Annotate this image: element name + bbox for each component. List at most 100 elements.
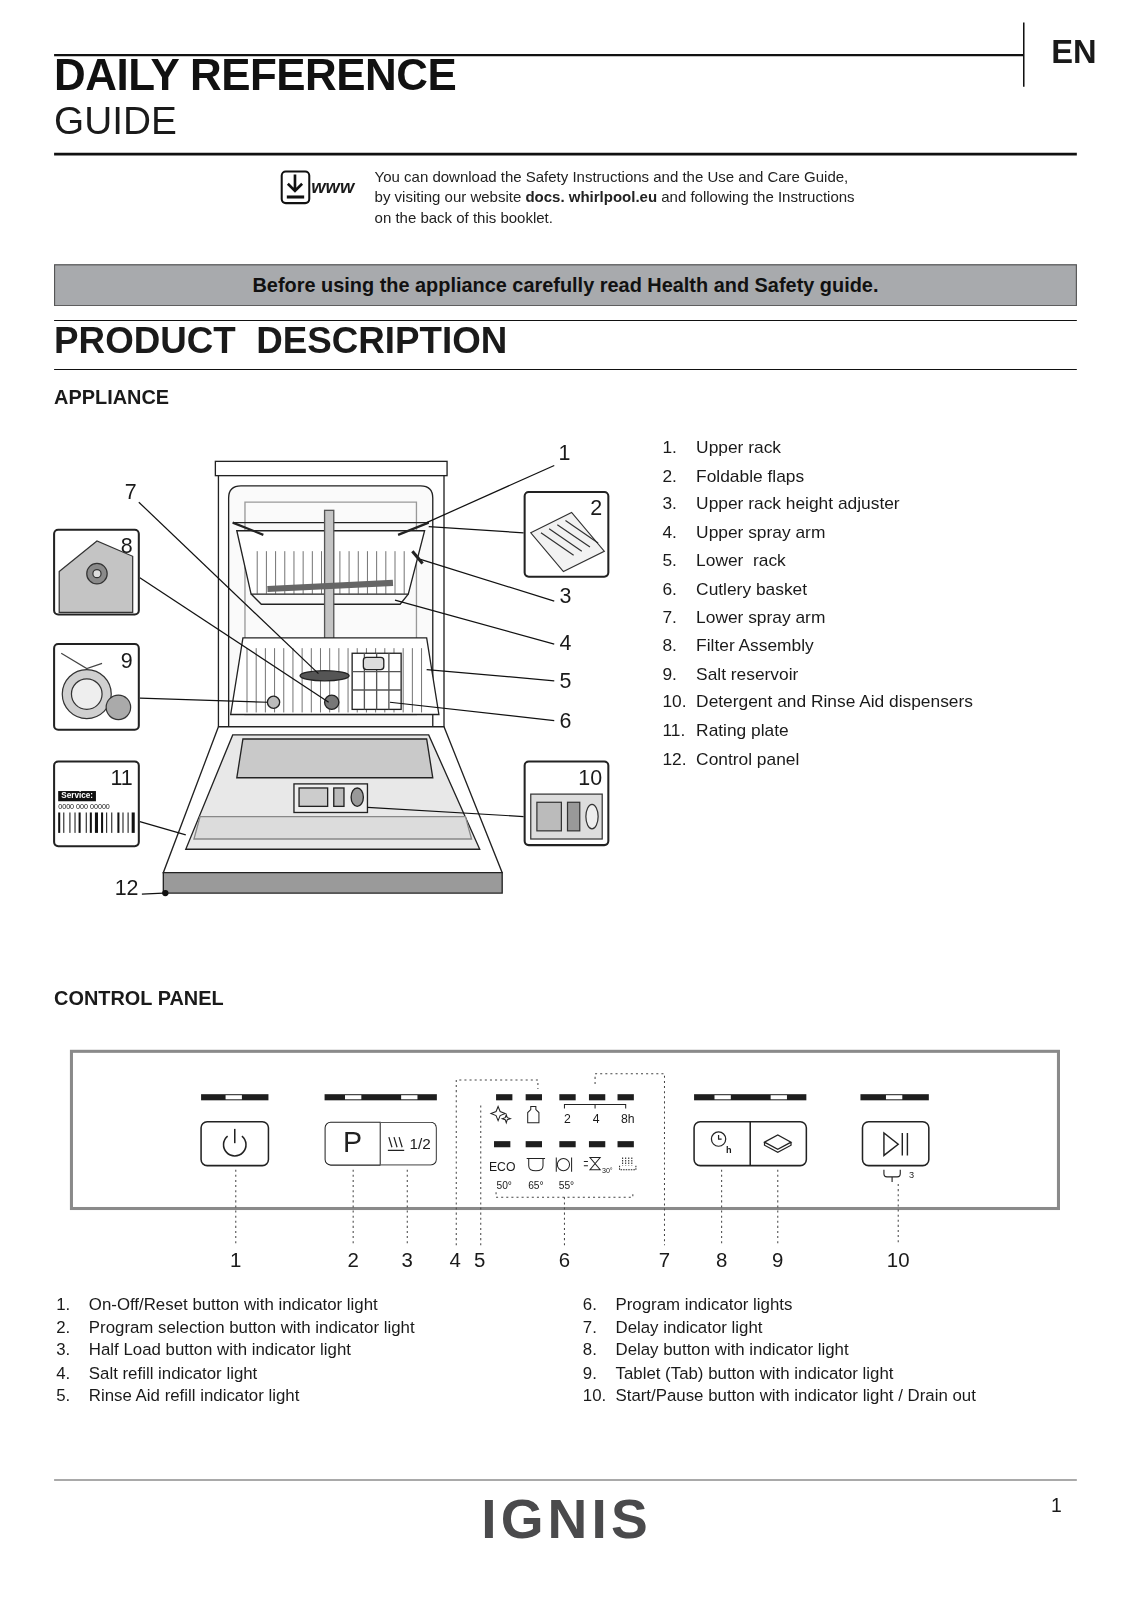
dotted-leader	[777, 1170, 778, 1246]
leader-line	[395, 600, 554, 644]
indicator-bar	[559, 1094, 575, 1100]
dishwasher-illustration	[294, 784, 367, 813]
barcode	[58, 812, 60, 832]
dishwasher-illustration	[412, 551, 422, 563]
callout-number: 7	[659, 1249, 670, 1272]
control-panel-drawing	[862, 1122, 928, 1166]
dishwasher-illustration	[376, 551, 377, 594]
list-item: Delay indicator light	[615, 1317, 762, 1336]
section-heading: PRODUCT DESCRIPTION	[54, 319, 507, 361]
control-panel-drawing	[491, 1106, 510, 1122]
dotted-leader	[456, 1080, 538, 1245]
list-number: 4.	[56, 1363, 70, 1382]
dishwasher-illustration	[163, 873, 502, 893]
callout-number: 4	[560, 631, 572, 656]
detail-callout-box: 10	[524, 760, 610, 846]
leader-line	[429, 527, 524, 533]
website-address: docs. whirlpool.eu	[525, 189, 657, 205]
leader-line	[427, 670, 555, 681]
detail-picture	[61, 653, 102, 668]
icon-letter: h	[726, 1145, 732, 1156]
callout-number: 12	[115, 876, 139, 901]
detail-picture	[541, 521, 598, 556]
download-icon	[282, 171, 310, 203]
indicator-bar	[589, 1094, 605, 1100]
list-number: 7.	[583, 1317, 597, 1336]
list-item: Rinse Aid refill indicator light	[89, 1386, 300, 1405]
detail-picture	[537, 802, 561, 831]
control-panel-drawing	[201, 1122, 268, 1166]
control-panel-drawing	[620, 1157, 636, 1169]
list-number: 9.	[583, 1363, 597, 1382]
leader-line	[142, 893, 163, 894]
download-icon	[282, 171, 310, 203]
detail-picture	[71, 679, 102, 710]
list-item: Delay button with indicator light	[615, 1340, 848, 1359]
list-item: Cutlery basket	[696, 579, 807, 599]
detail-callout-box: 8	[53, 529, 140, 616]
detail-picture	[531, 794, 602, 839]
list-number: 10.	[583, 1386, 606, 1405]
barcode	[101, 812, 103, 832]
dishwasher-illustration	[267, 696, 279, 708]
dishwasher-illustration	[265, 648, 266, 712]
button-symbol: 1/2	[409, 1135, 430, 1153]
leader-line	[421, 559, 555, 601]
barcode	[69, 812, 70, 832]
dotted-leader	[480, 1102, 481, 1245]
callout-number: 3	[402, 1249, 413, 1272]
indicator-bar	[494, 1141, 510, 1147]
list-number: 1.	[56, 1294, 70, 1313]
dishwasher-illustration	[257, 551, 258, 594]
control-panel-drawing	[564, 1104, 625, 1108]
indicator-bar	[526, 1094, 542, 1100]
temperature: 65°	[528, 1180, 543, 1192]
detail-picture	[87, 563, 107, 583]
dishwasher-illustration	[186, 735, 480, 849]
delay-hours: 8h	[621, 1113, 635, 1127]
dishwasher-illustration	[403, 648, 404, 712]
callout-number: 10	[578, 766, 602, 791]
callout-number: 2	[347, 1249, 358, 1272]
dishwasher-illustration	[231, 638, 439, 715]
indicator-bar	[771, 1095, 787, 1099]
list-item: Tablet (Tab) button with indicator light	[615, 1363, 893, 1382]
dotted-leader	[721, 1170, 722, 1246]
detail-picture	[62, 670, 111, 719]
plate-number: 0000 000 00000	[58, 803, 110, 811]
callout-number: 6	[559, 1249, 570, 1272]
dishwasher-illustration	[351, 788, 363, 806]
barcode	[63, 812, 64, 832]
detail-callout-box: 9	[53, 643, 140, 731]
list-number: 4.	[662, 523, 676, 543]
dishwasher-illustration	[358, 551, 359, 594]
callout-number: 5	[560, 668, 572, 693]
list-item: On-Off/Reset button with indicator light	[89, 1294, 378, 1313]
delay-hours: 2	[564, 1113, 571, 1127]
dishwasher-illustration	[404, 551, 405, 594]
footer-rule	[54, 1480, 1077, 1481]
dotted-leader	[235, 1170, 236, 1246]
list-number: 11.	[662, 721, 685, 741]
dishwasher-illustration	[325, 695, 339, 709]
list-item: Program indicator lights	[615, 1294, 792, 1313]
header-rule	[54, 22, 1077, 369]
page-number: 1	[1051, 1494, 1062, 1516]
detail-callout-box: 2	[524, 491, 610, 578]
list-number: 8.	[662, 636, 676, 656]
web-icon-text: www	[311, 177, 354, 198]
dishwasher-illustration	[352, 653, 401, 709]
dishwasher-illustration	[348, 648, 349, 712]
list-item: Lower rack	[696, 551, 786, 571]
list-item: Start/Pause button with indicator light …	[615, 1386, 975, 1405]
list-number: 12.	[662, 749, 686, 769]
callout-number: 1	[558, 441, 570, 466]
banner-text: Before using the appliance carefully rea…	[252, 274, 878, 297]
control-panel-drawing	[556, 1157, 571, 1171]
dishwasher-illustration	[363, 657, 383, 669]
dishwasher-illustration	[215, 461, 447, 475]
list-number: 8.	[583, 1340, 597, 1359]
barcode	[95, 812, 98, 832]
